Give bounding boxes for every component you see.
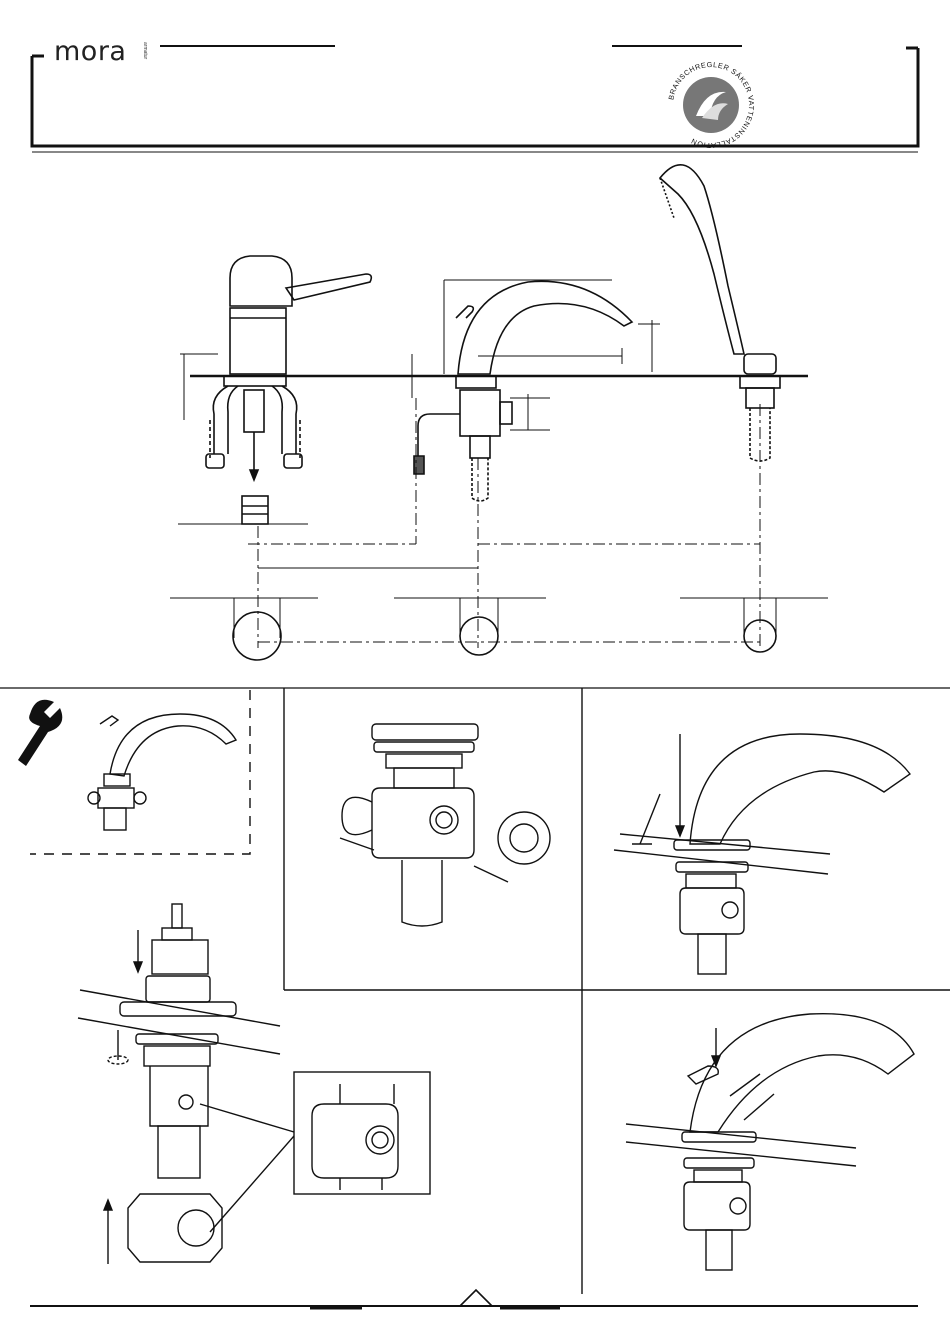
step-5-panel — [626, 1014, 914, 1270]
step-2-panel — [340, 724, 550, 926]
step-1-panel — [18, 690, 250, 854]
step-4-panel — [78, 904, 430, 1264]
mixer-valve — [206, 256, 371, 524]
bath-spout — [414, 281, 632, 501]
certification-seal: BRANSCHREGLER SÄKER VATTENINSTALLATION — [662, 56, 760, 154]
wrench-icon — [18, 700, 62, 766]
installation-steps — [0, 684, 950, 1344]
hand-shower — [660, 165, 780, 461]
triangle-icon — [460, 1290, 492, 1306]
brand-mark: armatur — [142, 42, 148, 59]
header-frame — [30, 42, 922, 154]
faucet-dimension-drawing — [160, 158, 840, 678]
brand-logo: mora — [54, 36, 126, 67]
step-3-panel — [614, 734, 910, 974]
